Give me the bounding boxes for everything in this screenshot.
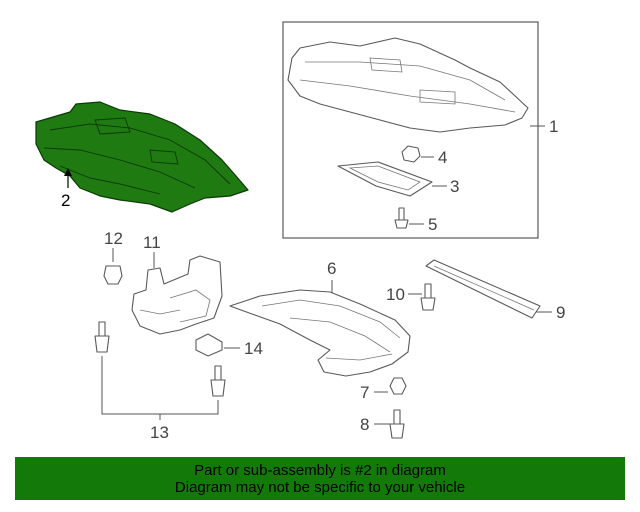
part-6-lower-cover [229, 289, 411, 377]
exploded-parts-diagram: 1 4 3 5 2 12 11 [35, 21, 565, 442]
part-7-clip [389, 377, 407, 395]
callout-9: 9 [556, 303, 565, 322]
part-12-clip [103, 265, 123, 285]
callout-10: 10 [386, 285, 405, 304]
part-3-under-pad [337, 161, 433, 197]
callout-3: 3 [450, 177, 459, 196]
part-5-bolt [394, 207, 409, 229]
callout-6: 6 [327, 259, 336, 278]
part-13-bolts [94, 321, 226, 397]
part-2-engine-under-cover-highlighted [35, 101, 249, 213]
part-9-strip [425, 259, 541, 319]
part-4-clip [401, 145, 421, 163]
part-14-nut-clip [195, 333, 223, 357]
callout-5: 5 [428, 215, 437, 234]
callout-4: 4 [438, 148, 447, 167]
leader-2-arrow [64, 168, 72, 176]
part-1-engine-under-cover [287, 37, 529, 133]
banner-line-1: Part or sub-assembly is #2 in diagram [194, 461, 446, 479]
callout-7: 7 [360, 383, 369, 402]
leader-13 [101, 356, 219, 415]
callout-2: 2 [61, 191, 70, 210]
part-10-bolt [420, 283, 436, 311]
callout-14: 14 [244, 339, 263, 358]
callout-13: 13 [150, 423, 169, 442]
part-8-bolt [389, 409, 405, 439]
part-11-bracket [131, 255, 223, 335]
callout-8: 8 [360, 415, 369, 434]
callout-12: 12 [104, 229, 123, 248]
callout-11: 11 [143, 233, 161, 252]
callout-1: 1 [549, 117, 558, 136]
banner-line-2: Diagram may not be specific to your vehi… [174, 478, 466, 496]
info-banner: Part or sub-assembly is #2 in diagram Di… [15, 457, 625, 500]
inset-box [282, 21, 539, 239]
